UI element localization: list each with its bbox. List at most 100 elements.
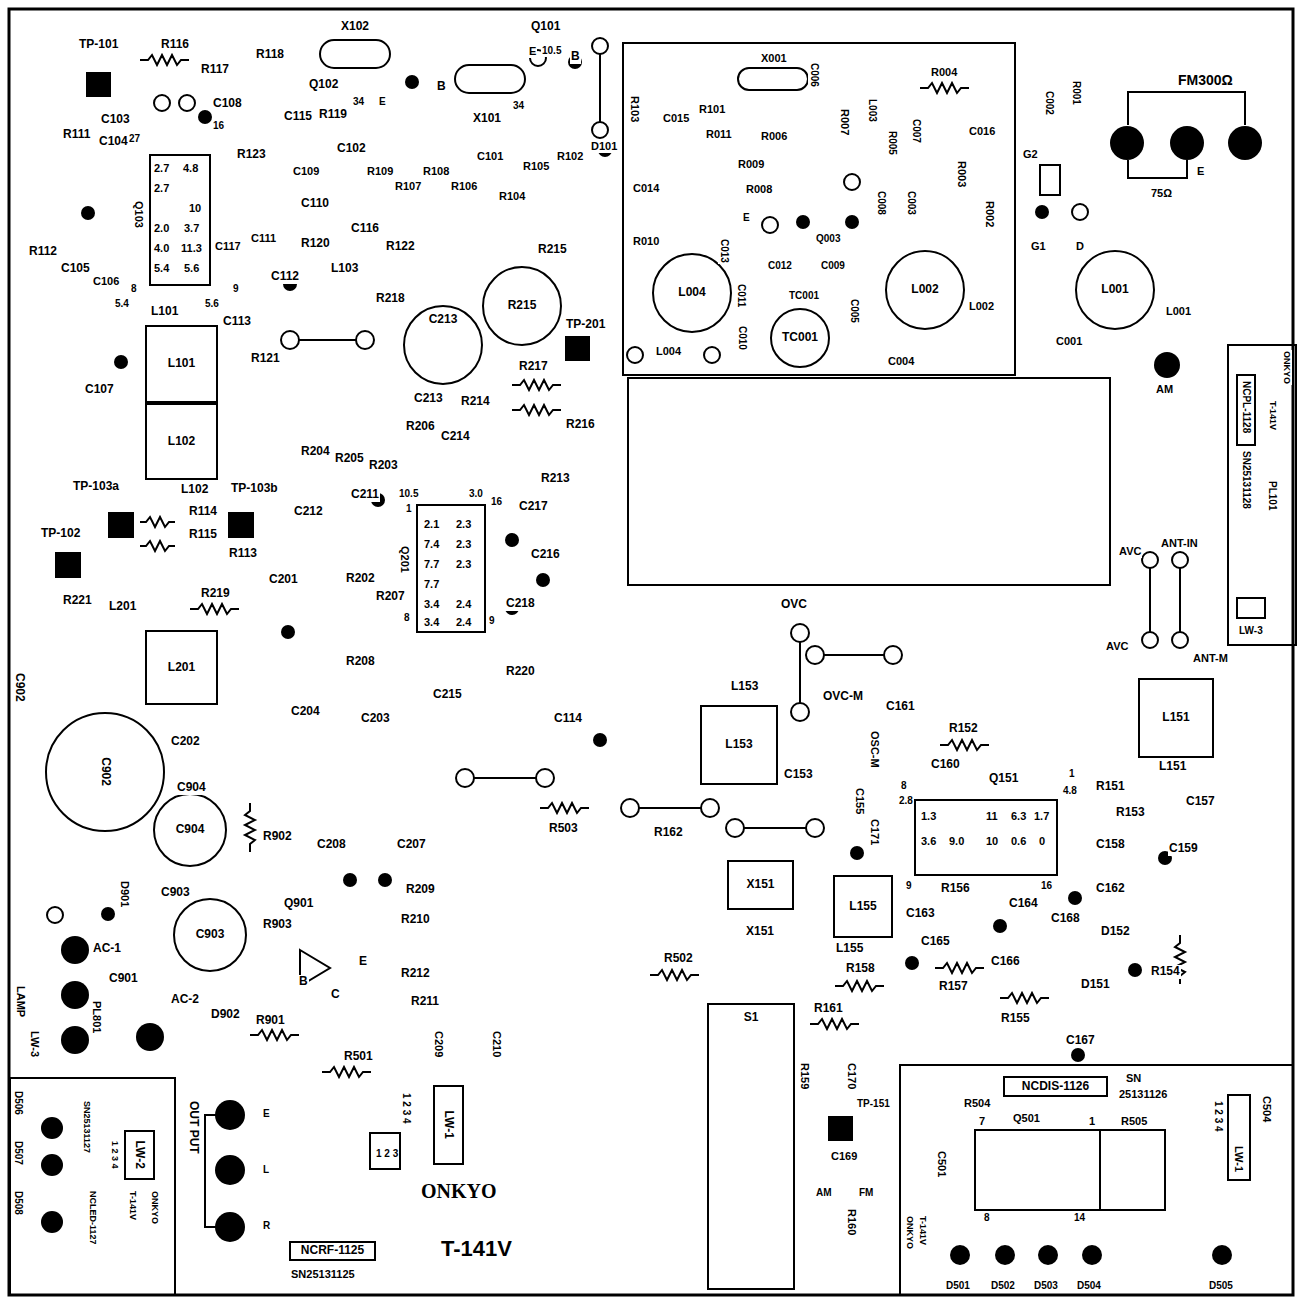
solder-pad <box>1035 205 1049 219</box>
silkscreen-label: C218 <box>505 597 536 611</box>
silkscreen-label: R009 <box>737 158 765 171</box>
silkscreen-label: L153 <box>730 680 759 694</box>
silkscreen-label: 4.0 <box>153 242 170 255</box>
silkscreen-label: C209 <box>432 1030 445 1058</box>
silkscreen-label: 5.4 <box>153 262 170 275</box>
solder-pad <box>1170 126 1204 160</box>
part-label: C213 <box>429 313 458 326</box>
silkscreen-label: G1 <box>1030 240 1047 253</box>
silkscreen-label: T-141V <box>128 1190 138 1221</box>
coil-circle: C903 <box>173 898 247 972</box>
test-point-pad <box>108 512 134 538</box>
silkscreen-label: SN25131127 <box>82 1100 92 1154</box>
silkscreen-label: R218 <box>375 292 406 306</box>
silkscreen-label: C108 <box>212 97 243 111</box>
silkscreen-label: E <box>262 1108 271 1120</box>
silkscreen-label: R503 <box>548 822 579 836</box>
silkscreen-label: R007 <box>838 108 851 136</box>
silkscreen-label: 2.4 <box>455 616 472 629</box>
silkscreen-label: R217 <box>518 360 549 374</box>
silkscreen-label: ONKYO <box>905 1215 915 1250</box>
silkscreen-label: C170 <box>845 1062 858 1090</box>
component-box: L102 <box>145 403 218 480</box>
solder-pad <box>1082 1245 1102 1265</box>
silkscreen-label: 1 2 3 4 <box>110 1140 120 1170</box>
silkscreen-label: C011 <box>736 283 748 308</box>
silkscreen-label: D503 <box>1033 1280 1059 1292</box>
solder-pad <box>1071 1048 1085 1062</box>
silkscreen-label: R111 <box>62 128 91 142</box>
silkscreen-label: R116 <box>160 38 190 52</box>
silkscreen-label: C208 <box>316 838 347 852</box>
silkscreen-label: C903 <box>160 886 191 900</box>
silkscreen-label: R112 <box>28 245 58 259</box>
board-outline <box>9 9 1293 1295</box>
silkscreen-label: 1 <box>1068 768 1076 780</box>
component-box: L151 <box>1138 678 1214 758</box>
resistor-symbol <box>140 55 1185 1077</box>
wire-trace <box>1128 160 1187 178</box>
part-label: NCRF-1125 <box>301 1244 364 1257</box>
silkscreen-label: 11 <box>985 810 999 823</box>
board-outline <box>623 43 1015 375</box>
silkscreen-label: R121 <box>250 352 281 366</box>
silkscreen-label: C166 <box>990 955 1021 969</box>
silkscreen-label: L102 <box>180 483 209 497</box>
silkscreen-label: C504 <box>1260 1095 1273 1123</box>
silkscreen-label: R504 <box>963 1097 991 1110</box>
silkscreen-label: T-141V <box>1268 400 1278 431</box>
silkscreen-label: Q003 <box>815 233 841 245</box>
silkscreen-label: C901 <box>108 972 139 986</box>
wire-trace <box>735 827 815 829</box>
silkscreen-label: 8 <box>403 612 411 624</box>
resistor-symbol <box>935 963 984 973</box>
part-label: C904 <box>176 823 205 836</box>
silkscreen-label: OVC <box>780 598 808 612</box>
silkscreen-label: 1 <box>1088 1115 1096 1128</box>
silkscreen-label: 2.3 <box>455 558 472 571</box>
silkscreen-label: R152 <box>948 722 979 736</box>
silkscreen-label: Q151 <box>988 772 1019 786</box>
solder-pad <box>796 215 810 229</box>
jumper-pad <box>592 122 608 138</box>
silkscreen-label: R006 <box>760 130 788 143</box>
silkscreen-label: LAMP <box>14 985 27 1018</box>
resistor-symbol <box>140 55 189 65</box>
silkscreen-label: 16 <box>1040 880 1053 892</box>
silkscreen-label: C215 <box>432 688 463 702</box>
jumper-pad <box>704 347 720 363</box>
test-point-pad <box>55 552 81 578</box>
silkscreen-label: 7 <box>978 1115 986 1128</box>
silkscreen-label: 2.1 <box>423 518 440 531</box>
silkscreen-label: TP-151 <box>856 1098 891 1110</box>
silkscreen-label: D504 <box>1076 1280 1102 1292</box>
solder-pad <box>845 215 859 229</box>
silkscreen-label: R159 <box>798 1062 811 1090</box>
resistor-symbol <box>835 981 884 991</box>
silkscreen-label: 8 <box>983 1212 991 1224</box>
silkscreen-label: 0.6 <box>1010 835 1027 848</box>
solder-pad <box>101 907 115 921</box>
board-outline <box>9 9 1296 1295</box>
silkscreen-label: R101 <box>698 103 726 116</box>
silkscreen-label: X001 <box>760 52 788 65</box>
silkscreen-label: Q201 <box>398 545 411 574</box>
silkscreen-label: L <box>262 1164 270 1176</box>
silkscreen-label: R157 <box>938 980 969 994</box>
silkscreen-label: C164 <box>1008 897 1039 911</box>
silkscreen-label: C165 <box>920 935 951 949</box>
silkscreen-label: D902 <box>210 1008 241 1022</box>
silkscreen-label: 8 <box>130 283 138 295</box>
silkscreen-label: C106 <box>92 275 120 288</box>
part-label: L102 <box>168 435 195 448</box>
silkscreen-label: C006 <box>809 62 821 88</box>
silkscreen-label: 14 <box>1073 1212 1086 1224</box>
silkscreen-label: R205 <box>334 452 365 466</box>
silkscreen-label: C110 <box>300 197 330 211</box>
wire-trace <box>1128 92 1245 125</box>
silkscreen-label: L002 <box>968 300 995 313</box>
silkscreen-label: C015 <box>662 112 690 125</box>
solder-pad <box>536 573 550 587</box>
jumper-pad <box>154 95 170 111</box>
